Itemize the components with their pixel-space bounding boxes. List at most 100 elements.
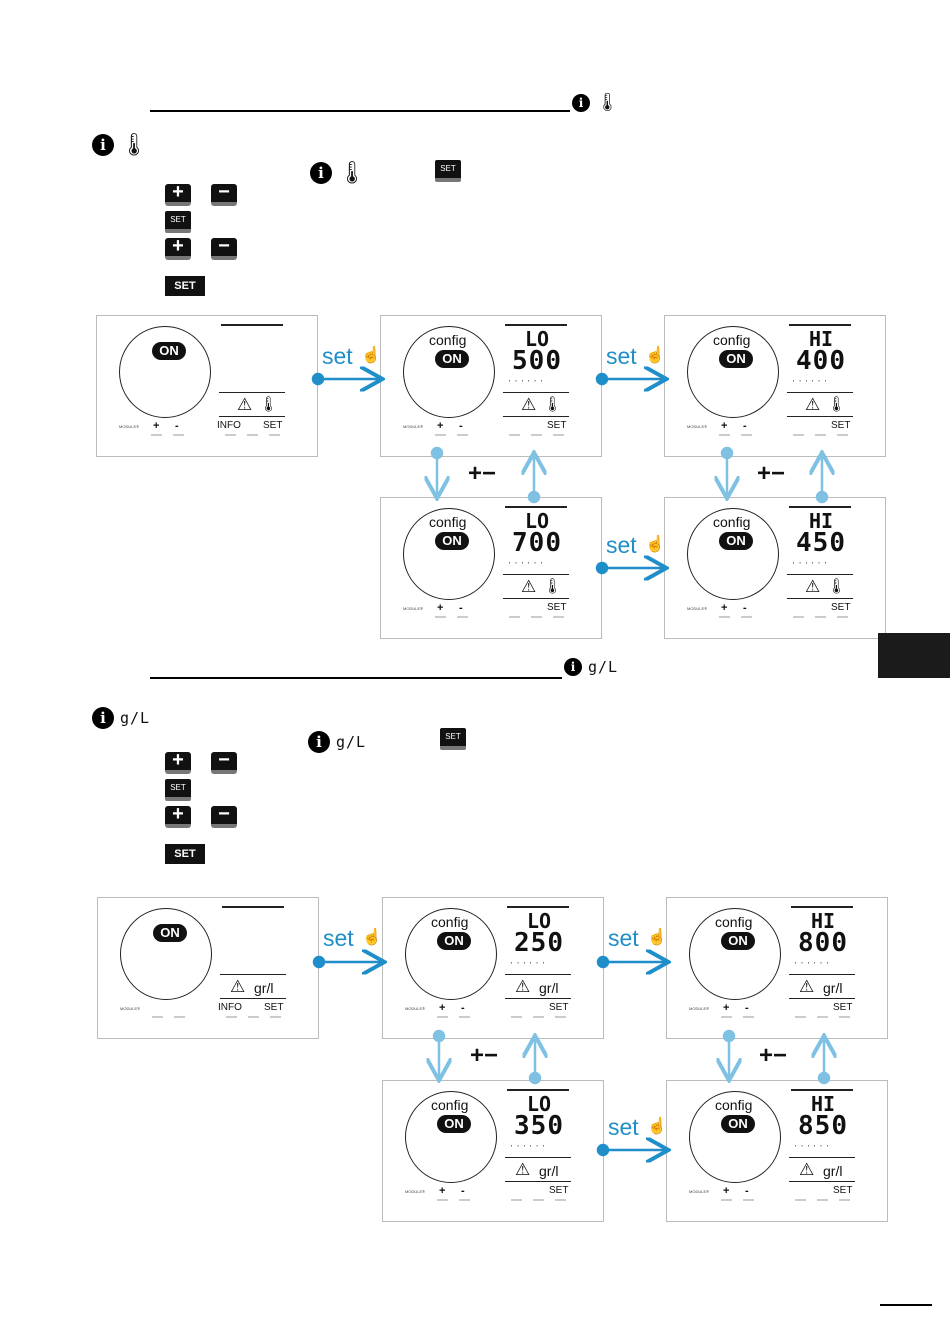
brand-logo: MODULE® xyxy=(120,1006,141,1011)
display-ring xyxy=(687,326,779,418)
key-led xyxy=(533,1016,544,1018)
display-ring xyxy=(687,508,779,600)
key-led xyxy=(839,1016,850,1018)
divider xyxy=(221,324,283,326)
key-led xyxy=(817,1199,828,1201)
thermometer-icon: 🌡 xyxy=(120,132,148,157)
section-title-rule-temp xyxy=(150,110,570,112)
divider xyxy=(787,598,853,599)
blink-ticks: '''''' xyxy=(511,1145,550,1152)
divider xyxy=(503,416,569,417)
on-badge: ON xyxy=(435,350,469,368)
key-led xyxy=(553,616,564,618)
key-led xyxy=(741,616,752,618)
divider xyxy=(219,392,285,393)
mode-readout: HI xyxy=(808,327,834,351)
brand-logo: MODULE® xyxy=(119,424,140,429)
key-led xyxy=(837,616,848,618)
warning-icon: ⚠ xyxy=(521,577,537,596)
set-button-icon: SET xyxy=(440,728,466,750)
key-led xyxy=(839,1199,850,1201)
divider xyxy=(505,324,567,326)
plus-key: + xyxy=(723,1002,730,1014)
key-led xyxy=(555,1199,566,1201)
plus-button-icon: + xyxy=(165,750,191,774)
minus-key: - xyxy=(175,420,179,432)
divider xyxy=(220,998,286,999)
divider xyxy=(789,998,855,999)
warning-icon: ⚠ xyxy=(805,395,821,414)
blink-ticks: '''''' xyxy=(795,1145,834,1152)
blink-ticks: '''''' xyxy=(793,380,832,387)
display-ring xyxy=(403,326,495,418)
config-label: config xyxy=(431,914,469,930)
thermometer-icon: 🌡 xyxy=(338,160,366,185)
display-ring xyxy=(119,326,211,418)
thermometer-icon: 🌡 xyxy=(543,396,563,413)
set-key: SET xyxy=(263,420,283,431)
divider xyxy=(505,998,571,999)
plus-button-icon: + xyxy=(165,236,191,260)
section-title-rule-salt xyxy=(150,677,562,679)
divider xyxy=(789,1157,855,1158)
on-badge: ON xyxy=(719,532,753,550)
divider xyxy=(507,906,569,908)
display-ring xyxy=(120,908,212,1000)
intro-icons-salt: i g/L xyxy=(92,707,150,729)
key-led xyxy=(151,434,162,436)
plus-key: + xyxy=(721,420,728,432)
set-arrow-label: set xyxy=(606,532,637,558)
display-ring xyxy=(689,908,781,1000)
key-led xyxy=(817,1016,828,1018)
step1-icons-salt: i g/L xyxy=(308,731,366,753)
value-readout: 800 xyxy=(798,928,848,958)
value-readout: 850 xyxy=(798,1111,848,1141)
plus-minus-label: +− xyxy=(759,1042,788,1069)
divider xyxy=(505,506,567,508)
plus-key: + xyxy=(723,1185,730,1197)
config-label: config xyxy=(715,914,753,930)
on-badge: ON xyxy=(152,342,186,360)
blink-ticks: '''''' xyxy=(509,562,548,569)
key-led xyxy=(793,616,804,618)
brand-logo: MODULE® xyxy=(405,1189,426,1194)
key-led xyxy=(795,1199,806,1201)
key-led xyxy=(793,434,804,436)
gr-l-label: gr/l xyxy=(823,980,843,996)
divider xyxy=(220,974,286,975)
set-key: SET xyxy=(549,1002,569,1013)
mode-readout: HI xyxy=(808,509,834,533)
thermometer-icon: 🌡 xyxy=(827,396,847,413)
divider xyxy=(505,1157,571,1158)
display-ring xyxy=(405,908,497,1000)
gr-l-label: gr/l xyxy=(823,1163,843,1179)
plus-key: + xyxy=(721,602,728,614)
unit-gl-label: g/L xyxy=(120,709,151,727)
set-button-icon: SET xyxy=(165,779,191,801)
title-icons-salt: i g/L xyxy=(564,658,618,676)
hand-press-icon: ☝ xyxy=(362,929,382,946)
info-icon: i xyxy=(310,162,332,184)
divider xyxy=(789,1181,855,1182)
key-led xyxy=(247,434,258,436)
hand-press-icon: ☝ xyxy=(647,1118,667,1135)
info-icon: i xyxy=(572,93,590,112)
key-led xyxy=(531,434,542,436)
info-key: INFO xyxy=(217,420,241,431)
key-led xyxy=(511,1199,522,1201)
minus-key: - xyxy=(459,420,463,432)
warning-icon: ⚠ xyxy=(515,1160,531,1179)
minus-button-icon: − xyxy=(211,750,237,774)
warning-icon: ⚠ xyxy=(237,395,253,414)
key-led xyxy=(459,1016,470,1018)
display-ring xyxy=(689,1091,781,1183)
divider xyxy=(503,392,569,393)
on-badge: ON xyxy=(721,932,755,950)
set-arrow-label: set xyxy=(322,343,353,369)
key-led xyxy=(553,434,564,436)
info-key: INFO xyxy=(218,1002,242,1013)
minus-key: - xyxy=(743,602,747,614)
on-badge: ON xyxy=(435,532,469,550)
